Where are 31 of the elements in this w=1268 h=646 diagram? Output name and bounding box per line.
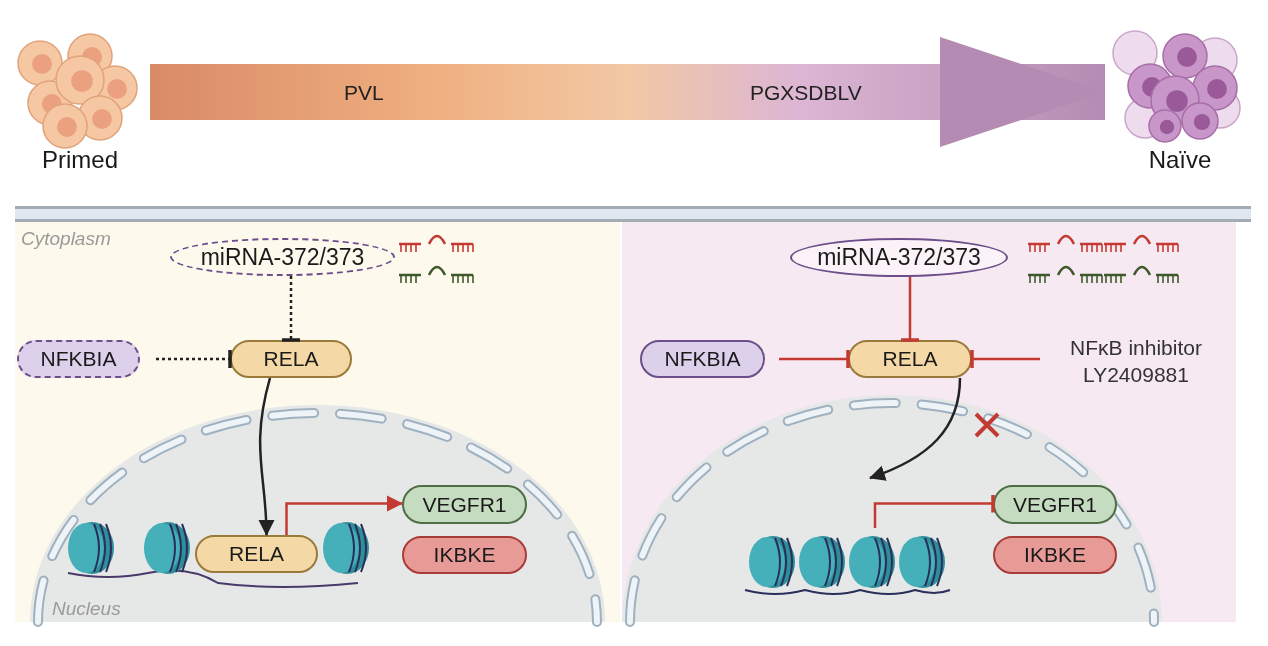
protein-label: RELA <box>263 347 319 371</box>
stage-label: Primed <box>41 146 119 174</box>
gradient-arrow <box>150 37 1105 147</box>
protein-pill <box>848 340 972 378</box>
protein-pill <box>195 535 318 573</box>
gene-label: IKBKE <box>433 543 496 567</box>
protein-pill <box>640 340 765 378</box>
gene-label: IKBKE <box>1024 543 1086 567</box>
gene-pill <box>402 536 527 574</box>
compartment-label: Cytoplasm <box>21 228 111 250</box>
protein-label: NFKBIA <box>40 347 117 371</box>
compartment-label: Nucleus <box>52 598 121 620</box>
protein-pill <box>17 340 140 378</box>
stage-label: Naïve <box>1147 146 1213 174</box>
inhibitor-label: NFκB inhibitor LY2409881 <box>1069 335 1203 388</box>
protein-label: RELA <box>229 542 284 566</box>
gene-pill <box>993 485 1117 524</box>
gene-pill <box>402 485 527 524</box>
treatment-label: PGXSDBLV <box>750 81 862 105</box>
protein-label: RELA <box>882 347 938 371</box>
protein-label: NFKBIA <box>664 347 741 371</box>
connector-arrow <box>869 377 962 481</box>
connector-arrow <box>258 377 275 536</box>
edge-label: PVL <box>344 81 384 105</box>
gene-label: VEGFR1 <box>1013 492 1097 517</box>
gene-pill <box>993 536 1117 574</box>
mirna-label: miRNA-372/373 <box>817 244 981 271</box>
connector-arrow <box>285 495 403 535</box>
gene-label: VEGFR1 <box>422 492 507 517</box>
protein-pill <box>230 340 352 378</box>
mirna-label: miRNA-372/373 <box>200 243 365 271</box>
